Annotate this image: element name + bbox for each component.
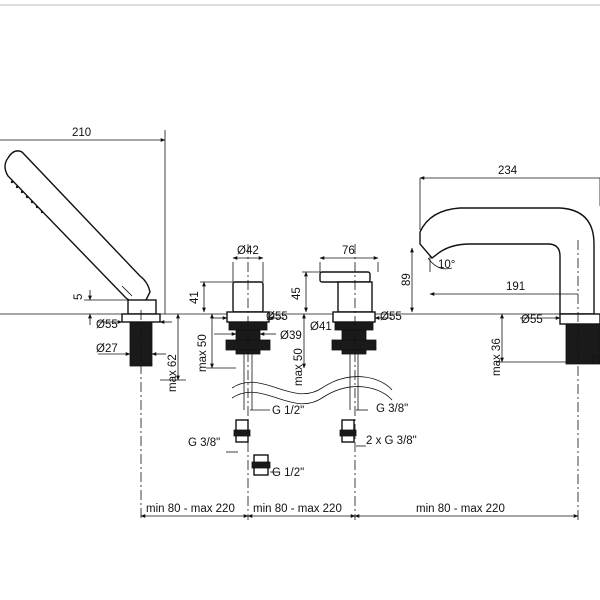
dim-spout-reach: 191 (506, 281, 525, 293)
dim-handle-b-width: 76 (342, 245, 355, 257)
dim-hand-shower-offset: 5 (73, 294, 85, 300)
spacing-valve-b-spout: min 80 - max 220 (416, 503, 505, 515)
hand-shower (4, 150, 161, 520)
spout (419, 207, 600, 520)
thread-a-bottom: G 1/2" (272, 467, 304, 479)
valve-b (319, 244, 377, 520)
dim-valve-a-max-depth: max 50 (197, 334, 209, 372)
dim-spout-angle: 10° (438, 259, 455, 271)
thread-b-top: G 3/8" (376, 403, 408, 415)
dim-shower-max-depth: max 62 (167, 354, 179, 392)
spacing-shower-valve-a: min 80 - max 220 (146, 503, 235, 515)
dim-valve-b-base-diameter: Ø55 (380, 311, 402, 323)
thread-b-side: 2 x G 3/8" (366, 435, 417, 447)
thread-a-top: G 1/2" (272, 405, 304, 417)
dim-handle-b-height: 45 (291, 287, 303, 300)
dim-valve-a-base-diameter: Ø55 (266, 311, 288, 323)
dim-valve-b-max-depth: max 50 (293, 348, 305, 386)
spacing-valve-a-valve-b: min 80 - max 220 (253, 503, 342, 515)
dim-spout-height: 89 (401, 273, 413, 286)
thread-spout-partial: G (591, 355, 600, 367)
dim-hand-shower-length: 210 (72, 127, 91, 139)
hose (231, 376, 393, 405)
dim-valve-b-shank-diameter: Ø41 (310, 321, 332, 333)
dim-handle-a-diameter: Ø42 (237, 245, 259, 257)
thread-a-side: G 3/8" (188, 437, 220, 449)
dim-spout-length: 234 (498, 165, 518, 177)
dim-shower-shank-diameter: Ø27 (96, 343, 118, 355)
dim-handle-a-height: 41 (189, 291, 201, 304)
dim-shower-base-diameter: Ø55 (96, 319, 118, 331)
dim-spout-max-depth: max 36 (491, 338, 503, 376)
dim-spout-base-diameter: Ø55 (521, 314, 543, 326)
dim-valve-a-shank-diameter: Ø39 (280, 330, 302, 342)
